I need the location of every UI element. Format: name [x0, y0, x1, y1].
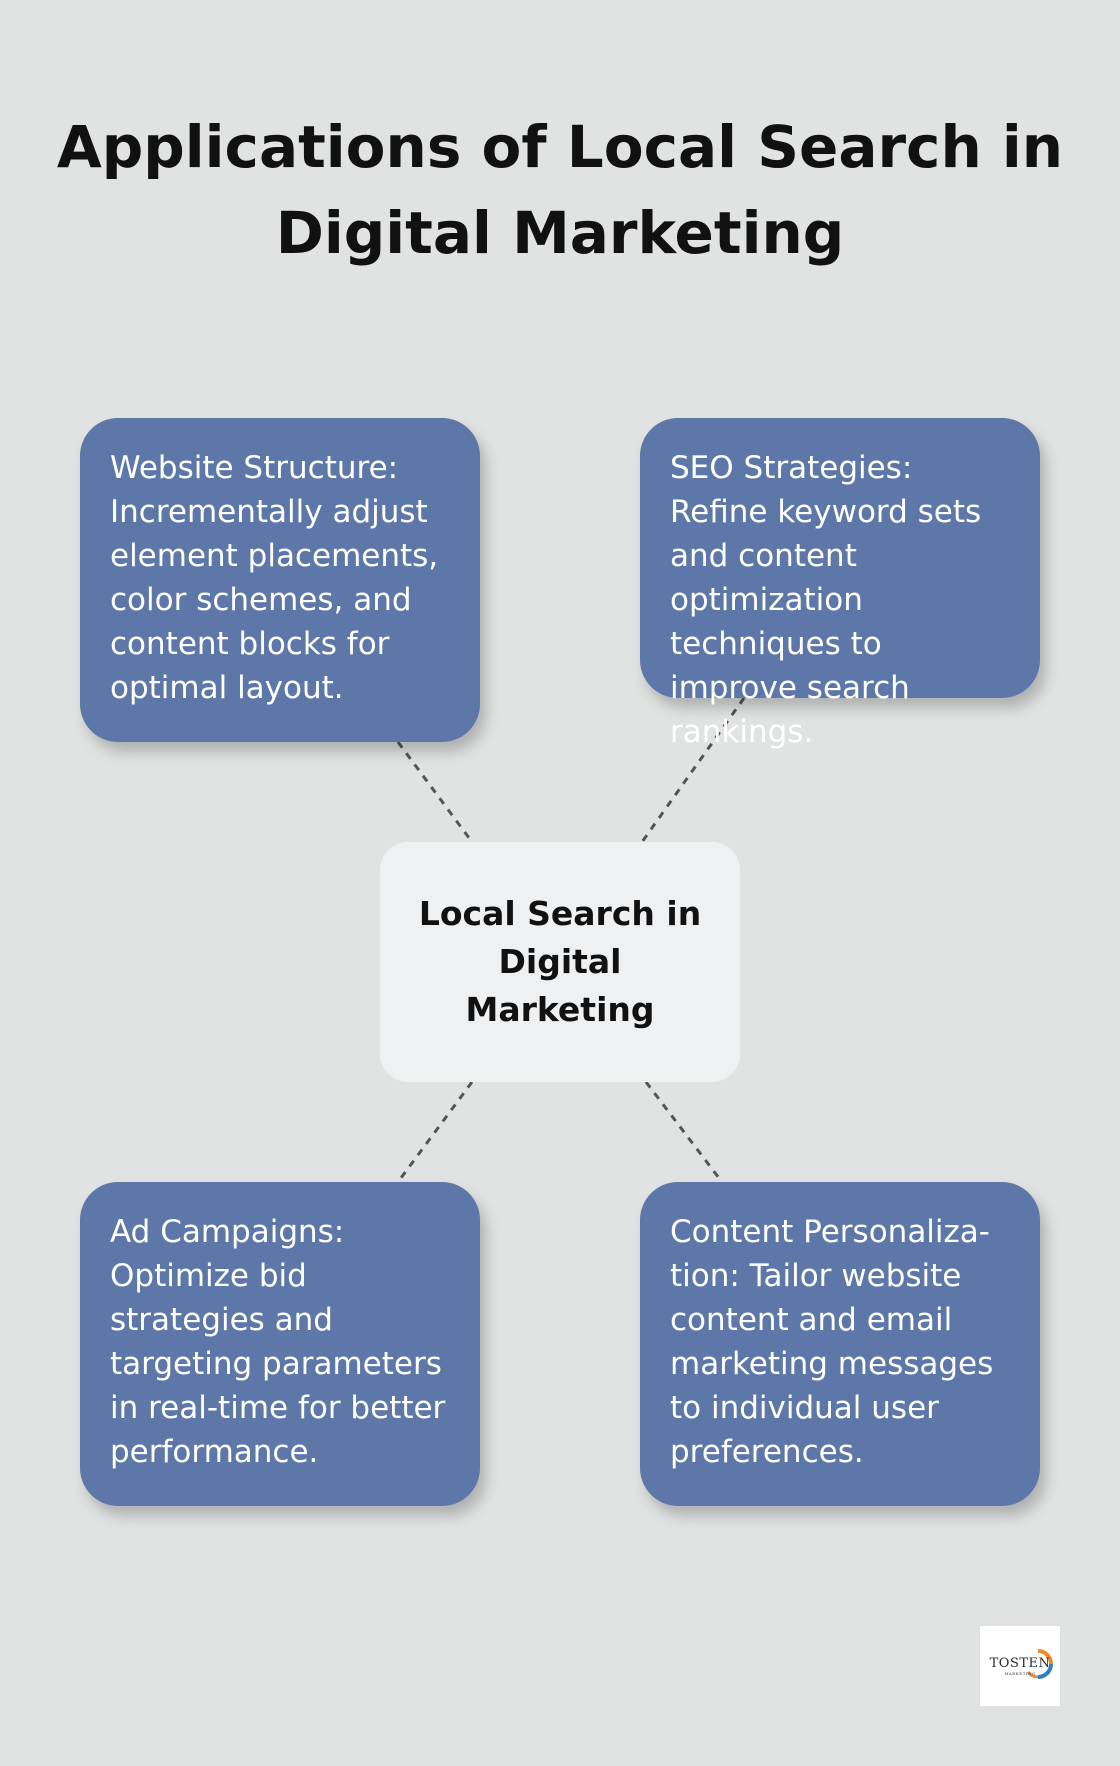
center-node-label: Local Search in Digital Marketing — [418, 894, 702, 1029]
connector-bottom-right — [644, 1081, 724, 1183]
page-title: Applications of Local Search in Digital … — [56, 113, 1064, 267]
brand-logo: TOSTEN MARKETING — [980, 1626, 1060, 1706]
node-website-structure: Website Structure: Incrementally adjust … — [80, 418, 480, 742]
logo-wordmark: TOSTEN — [989, 1656, 1051, 1671]
connector-bottom-left — [396, 1081, 474, 1183]
connector-top-right — [640, 697, 746, 843]
node-content-personalization: Content Personaliza-tion: Tailor website… — [640, 1182, 1040, 1506]
logo-subtitle: MARKETING — [1004, 1671, 1036, 1676]
node-seo-strategies: SEO Strategies: Refine keyword sets and … — [640, 418, 1040, 750]
connector-top-left — [396, 741, 474, 843]
node-ad-campaigns: Ad Campaigns: Optimize bid strategies an… — [80, 1182, 480, 1506]
center-node: Local Search in Digital Marketing — [380, 842, 740, 1082]
logo-ring-icon — [1026, 1649, 1053, 1679]
